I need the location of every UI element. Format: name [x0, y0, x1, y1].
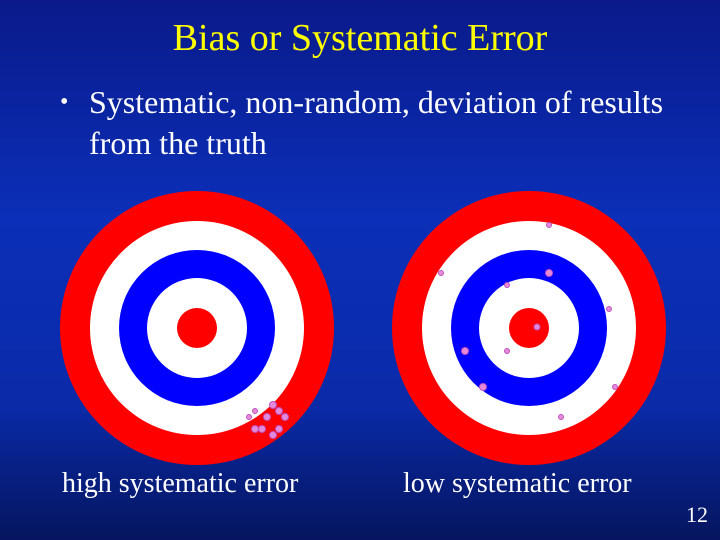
- shots-scattered: [438, 222, 618, 420]
- page-number: 12: [686, 502, 708, 527]
- bullet-text: Systematic, non-random, deviation of res…: [89, 84, 664, 161]
- shots-clustered: [246, 401, 289, 439]
- target-low-systematic-error: [392, 191, 666, 465]
- caption-low-systematic-error: low systematic error: [403, 468, 632, 499]
- bullet-point: • Systematic, non-random, deviation of r…: [60, 82, 680, 164]
- caption-high-systematic-error: high systematic error: [62, 468, 299, 499]
- target-high-systematic-error: [60, 191, 334, 465]
- bullet-marker: •: [60, 89, 69, 115]
- slide-title: Bias or Systematic Error: [172, 17, 548, 59]
